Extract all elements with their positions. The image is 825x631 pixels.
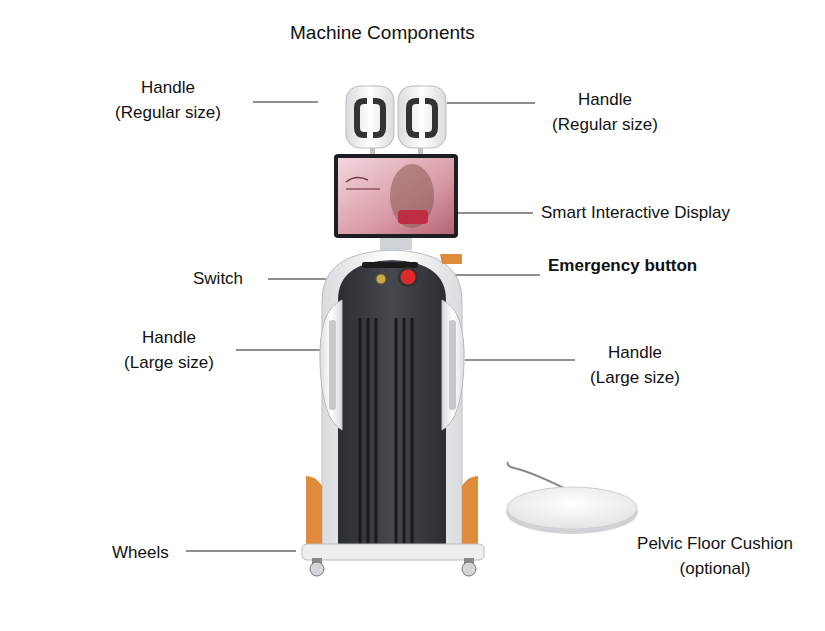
- machine-body: [302, 250, 484, 576]
- part-label: Emergency button: [548, 253, 697, 278]
- pelvic-cushion: [506, 462, 638, 534]
- part-label: Handle (Large size): [123, 325, 215, 375]
- part-label: Handle (Large size): [589, 340, 681, 390]
- part-label: Handle (Regular size): [551, 87, 659, 137]
- part-label: Pelvic Floor Cushion (optional): [626, 531, 804, 581]
- part-label: Wheels: [112, 540, 169, 565]
- display-screen: [334, 154, 458, 250]
- part-label: Smart Interactive Display: [541, 200, 730, 225]
- part-label: Switch: [193, 266, 243, 291]
- part-label: Handle (Regular size): [114, 75, 222, 125]
- diagram-title: Machine Components: [290, 21, 475, 45]
- regular-handles: [346, 86, 446, 162]
